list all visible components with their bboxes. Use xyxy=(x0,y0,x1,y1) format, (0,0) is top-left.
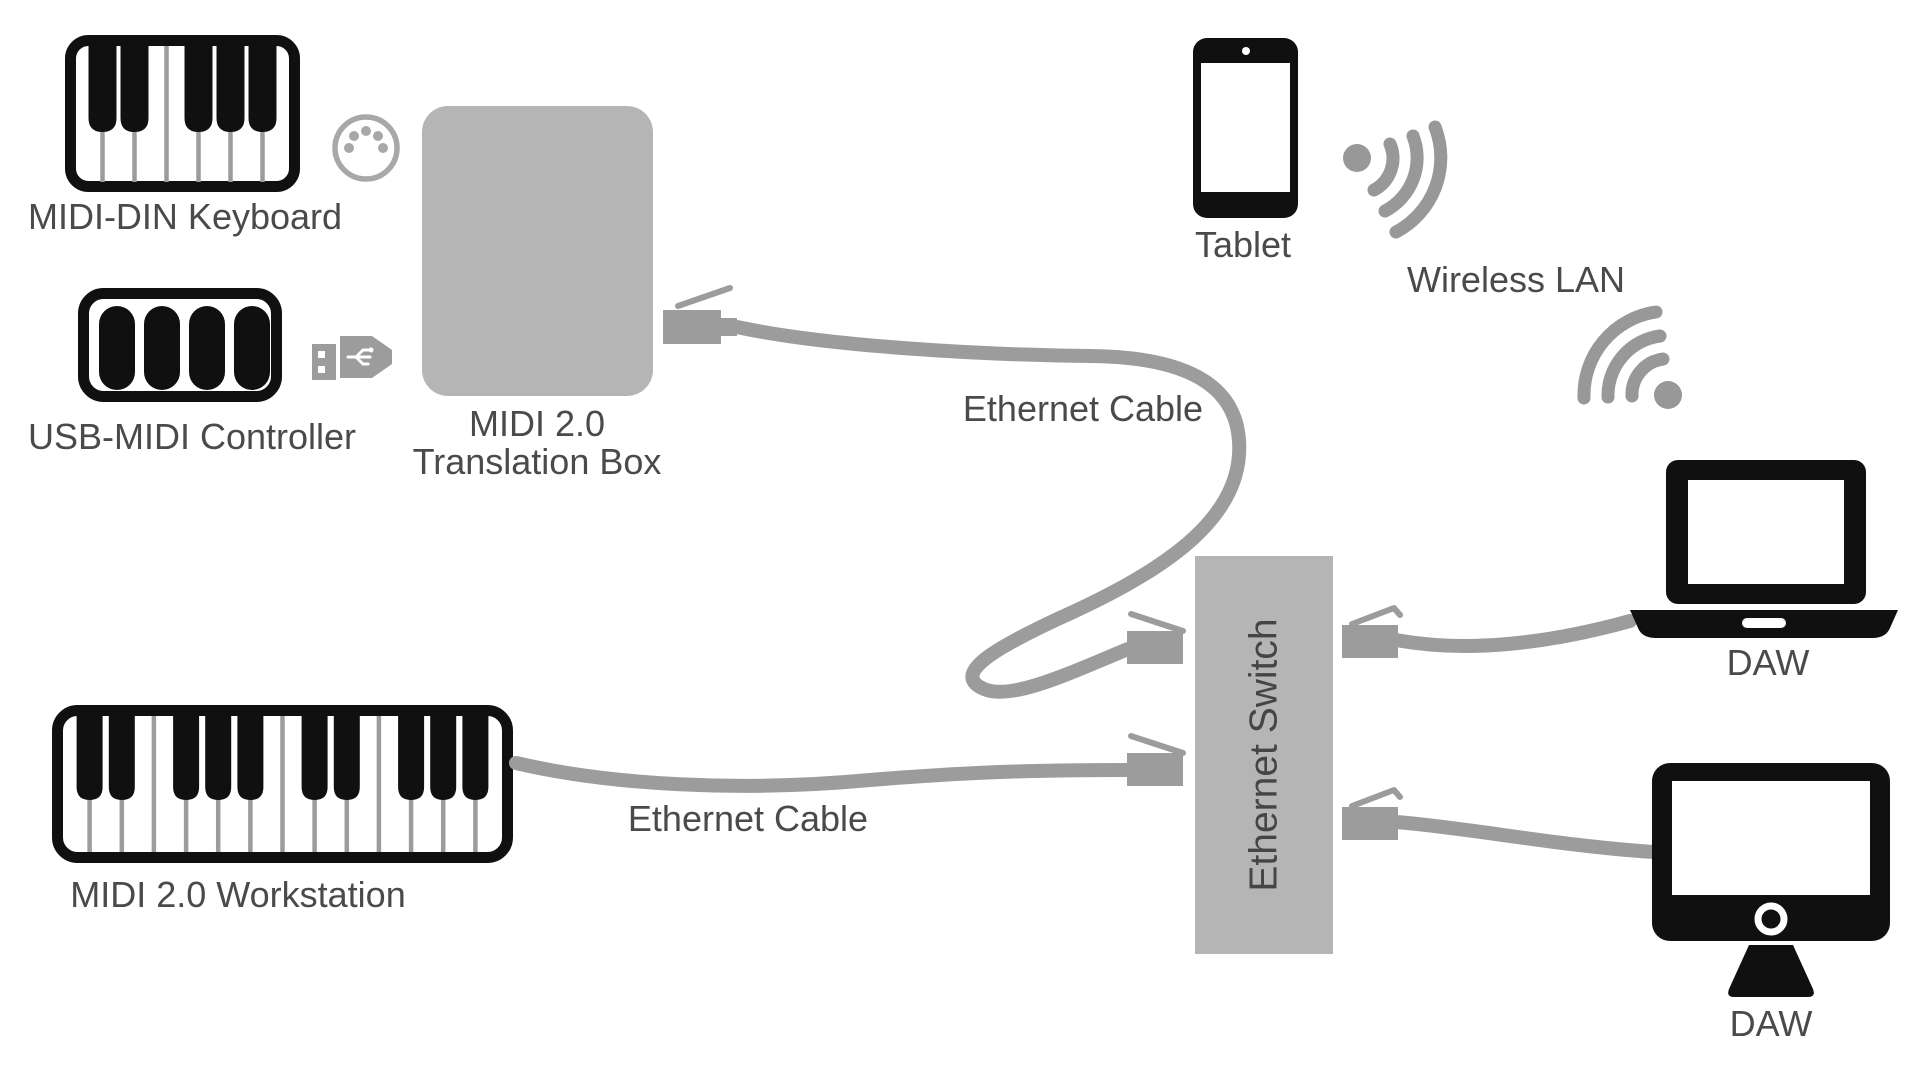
ethernet-cable-bottom-path xyxy=(509,756,1135,793)
rj45-plug-switch-left-top-icon xyxy=(1127,611,1186,664)
ethernet-cable-top-path xyxy=(730,320,1247,699)
controller-pads xyxy=(99,306,270,390)
cable-switch-to-desktop-path xyxy=(1389,815,1661,859)
ethernet-switch-label: Ethernet Switch xyxy=(1243,618,1286,891)
daw-laptop-icon xyxy=(1630,460,1898,638)
rj45-plug-switch-left-bottom-icon xyxy=(1127,733,1186,786)
din-5-connector-icon xyxy=(332,114,400,182)
wifi-signal-tablet-icon xyxy=(1343,120,1448,239)
rj45-plug-switch-right-top-icon xyxy=(1342,605,1403,658)
rj45-plug-translation-box-icon xyxy=(663,285,737,344)
midi-din-keyboard-icon xyxy=(65,35,300,192)
midi-workstation-label: MIDI 2.0 Workstation xyxy=(70,874,405,915)
usb-midi-controller-label: USB-MIDI Controller xyxy=(28,416,356,457)
daw-laptop-label: DAW xyxy=(1727,642,1810,683)
black-keys xyxy=(88,46,277,132)
usb-plug-icon xyxy=(312,336,392,380)
monitor-ring xyxy=(1754,902,1788,936)
translation-box-label-line1: MIDI 2.0 xyxy=(469,403,605,444)
black-keys xyxy=(76,716,489,800)
usb-midi-controller-icon xyxy=(78,288,282,402)
daw-desktop-label: DAW xyxy=(1730,1003,1813,1044)
usb-trident-mark xyxy=(346,348,372,366)
ethernet-switch xyxy=(1195,556,1333,954)
cable-switch-to-laptop-path xyxy=(1389,614,1637,653)
ethernet-cable-bottom-label: Ethernet Cable xyxy=(628,798,868,839)
laptop-notch xyxy=(1742,618,1786,628)
tablet-icon xyxy=(1193,38,1298,218)
translation-box xyxy=(422,106,653,396)
midi-din-keyboard-label: MIDI-DIN Keyboard xyxy=(28,196,342,237)
midi-workstation-keyboard-icon xyxy=(52,705,513,863)
translation-box-label-line2: Translation Box xyxy=(413,441,662,482)
wifi-signal-daw-icon xyxy=(1577,305,1682,409)
ethernet-cable-top-label: Ethernet Cable xyxy=(963,388,1203,429)
rj45-plug-switch-right-bottom-icon xyxy=(1342,787,1403,840)
wireless-lan-label: Wireless LAN xyxy=(1407,259,1625,300)
monitor-stand xyxy=(1728,945,1814,997)
tablet-camera-dot xyxy=(1242,47,1250,55)
daw-monitor-icon xyxy=(1652,763,1890,997)
tablet-label: Tablet xyxy=(1195,224,1291,265)
